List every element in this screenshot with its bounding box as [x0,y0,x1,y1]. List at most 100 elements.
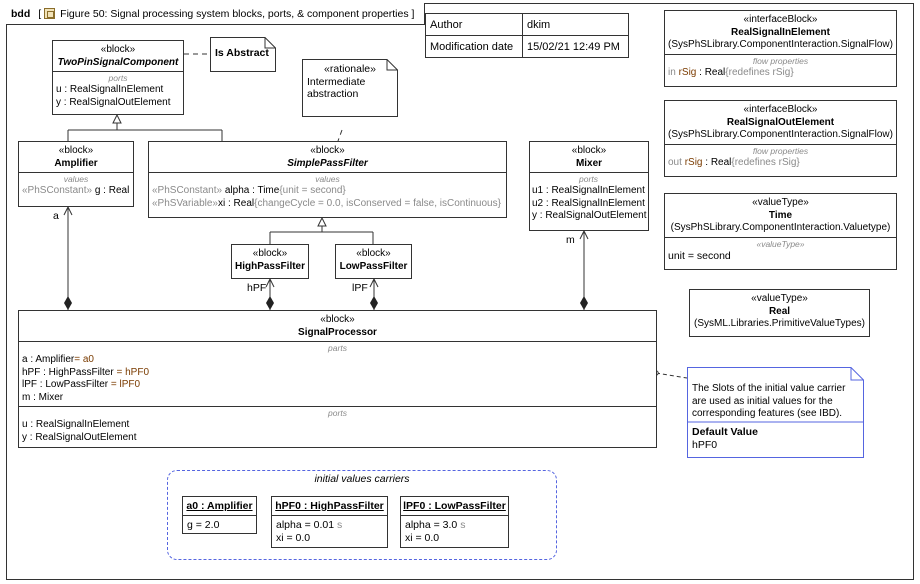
compartment-title: ports [328,408,347,418]
stereotype: «block» [252,248,288,259]
block-name: SimplePassFilter [287,157,368,169]
note-anchor-slots [655,372,688,379]
block-value-type-real[interactable]: «valueType» Real (SysML.Libraries.Primit… [689,289,870,337]
block-simple-pass-filter[interactable]: «block» SimplePassFilter values «PhSCons… [148,141,507,218]
instance-a0[interactable]: a0 : Amplifier g = 2.0 [182,496,257,534]
port-row: y : RealSignalOutElement [532,210,647,221]
block-high-pass-filter[interactable]: «block» HighPassFilter [231,244,309,279]
instance-title: a0 : Amplifier [183,497,256,516]
role-label-m: m [566,234,575,246]
stereotype: «block» [571,145,607,156]
role-label-hpf: hPF [247,282,267,294]
block-name: Mixer [575,157,603,169]
block-amplifier[interactable]: «block» Amplifier values «PhSConstant» g… [18,141,134,207]
modified-value: 15/02/21 12:49 PM [522,35,629,58]
block-mixer[interactable]: «block» Mixer ports u1 : RealSignalInEle… [529,141,649,231]
value-row: «PhSConstant» alpha : Time{unit = second… [152,185,346,196]
block-name: Amplifier [54,157,98,169]
role-label-a: a [53,210,59,222]
block-name: TwoPinSignalComponent [57,56,179,68]
instance-lpf0[interactable]: lPF0 : LowPassFilter alpha = 3.0 s xi = … [400,496,509,548]
note-value: hPF0 [692,438,718,451]
instance-title: lPF0 : LowPassFilter [401,497,508,516]
note-rationale[interactable]: «rationale» Intermediate abstraction [302,59,398,117]
navigation-arrowhead [265,277,275,288]
composition-diamond [266,296,274,310]
generalization-arrowhead [112,113,122,124]
port-row: y : RealSignalOutElement [56,96,171,108]
slot-row: g = 2.0 [187,519,220,531]
stereotype: «valueType» [751,293,808,304]
block-name: SignalProcessor [298,326,377,338]
flow-property-row: in rSig : Real{redefines rSig} [668,66,794,78]
block-qualifier: (SysML.Libraries.PrimitiveValueTypes) [694,318,865,329]
slot-row: xi = 0.0 [276,532,311,544]
stereotype: «block» [100,44,136,55]
part-row: lPF : LowPassFilter = lPF0 [22,379,141,390]
note-stereotype: «rationale» [324,63,376,75]
composition-diamond [580,296,588,310]
stereotype: «interfaceBlock» [743,14,818,25]
block-name: LowPassFilter [339,260,408,272]
value-row: unit = second [668,249,731,262]
compartment-title: flow properties [752,55,809,66]
composition-diamond [64,296,72,310]
modified-label: Modification date [425,35,523,58]
block-two-pin-signal-component[interactable]: «block» TwoPinSignalComponent ports u : … [52,40,184,115]
navigation-arrowhead [63,205,73,216]
block-qualifier: (SysPhSLibrary.ComponentInteraction.Sign… [668,129,893,140]
instance-title: hPF0 : HighPassFilter [272,497,387,516]
group-title: initial values carriers [314,473,410,485]
note-heading: Default Value [692,426,758,438]
block-real-signal-out-element[interactable]: «interfaceBlock» RealSignalOutElement (S… [664,100,897,177]
block-signal-processor[interactable]: «block» SignalProcessor parts a : Amplif… [18,310,657,448]
compartment-title: flow properties [752,145,809,156]
block-name: Real [768,305,791,317]
block-low-pass-filter[interactable]: «block» LowPassFilter [335,244,412,279]
diagram-frame [6,3,914,580]
stereotype: «block» [58,145,94,156]
port-row: u : RealSignalInElement [56,84,164,95]
composition-diamond [370,296,378,310]
slot-row: alpha = 0.01 s [276,519,343,531]
compartment-title: «valueType» [756,238,805,249]
stereotype: «block» [310,145,345,156]
flow-property-row: out rSig : Real{redefines rSig} [668,156,800,168]
frame-tab: bdd [ Figure 50: Signal processing syste… [6,3,426,25]
compartment-title: values [63,174,89,184]
role-label-lpf: lPF [352,282,368,294]
author-label: Author [425,13,523,36]
stereotype: «block» [320,314,355,325]
navigation-arrowhead [579,229,589,240]
block-real-signal-in-element[interactable]: «interfaceBlock» RealSignalInElement (Sy… [664,10,897,87]
note-text: The Slots of the initial value carrier a… [692,383,846,419]
block-name: Time [768,209,793,221]
stereotype: «valueType» [752,197,809,208]
generalization-arrowhead [317,216,327,227]
initial-values-carriers-group[interactable]: initial values carriers [167,470,557,560]
part-row: a : Amplifier= a0 [22,354,94,365]
part-row: m : Mixer [22,391,64,403]
port-row: u : RealSignalInElement [22,419,130,430]
part-row: hPF : HighPassFilter = hPF0 [22,366,150,378]
value-row: «PhSVariable»xi : Real{changeCycle = 0.0… [152,197,501,209]
metadata-table: Author dkim Modification date 15/02/21 1… [425,13,629,58]
block-name: RealSignalOutElement [726,116,835,128]
note-is-abstract[interactable]: Is Abstract [210,37,276,72]
instance-hpf0[interactable]: hPF0 : HighPassFilter alpha = 0.01 s xi … [271,496,388,548]
block-name: RealSignalInElement [731,26,830,38]
author-value: dkim [522,13,629,36]
note-slots[interactable]: The Slots of the initial value carrier a… [687,367,864,458]
block-value-type-time[interactable]: «valueType» Time (SysPhSLibrary.Componen… [664,193,897,270]
note-text: Intermediate abstraction [307,75,366,101]
port-row: u2 : RealSignalInElement [532,197,645,209]
note-anchor-rationale [337,129,343,142]
slot-row: alpha = 3.0 s [405,519,466,531]
compartment-title: parts [328,343,347,353]
compartment-title: ports [108,73,128,83]
compartment-title: values [315,174,340,184]
slot-row: xi = 0.0 [405,532,440,544]
navigation-arrowhead [369,277,379,288]
value-row: g : Real [94,185,130,196]
